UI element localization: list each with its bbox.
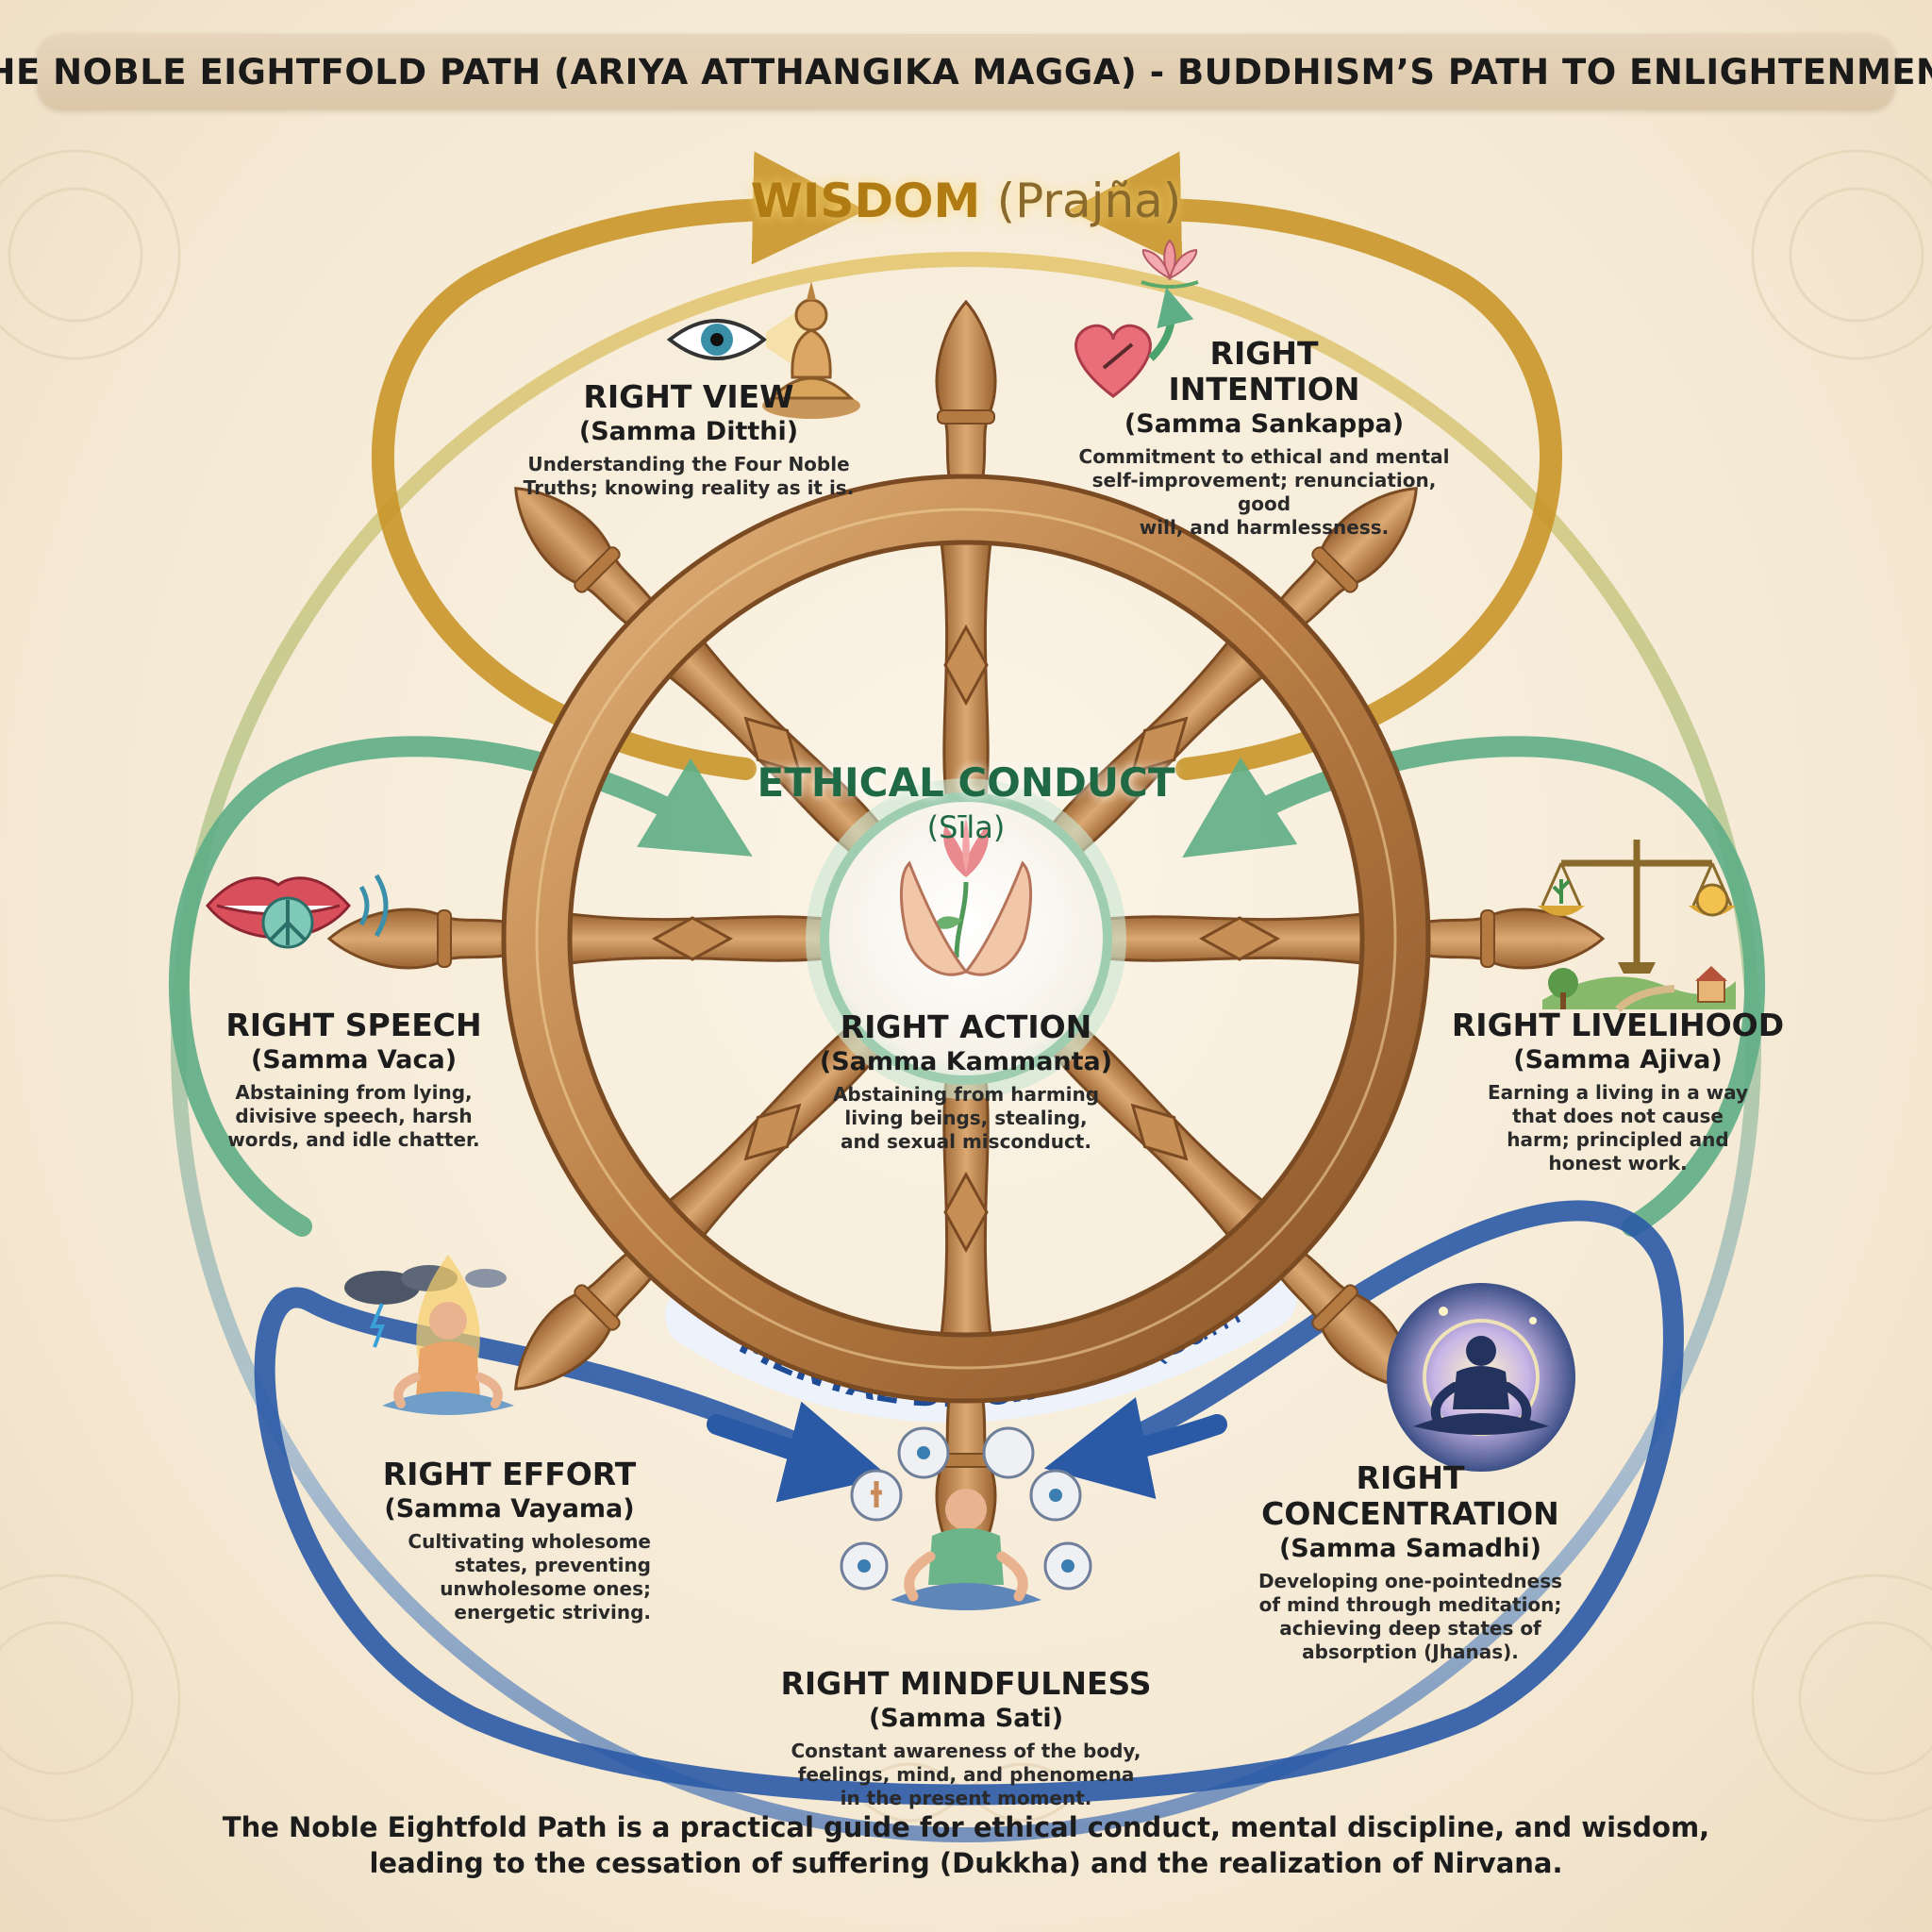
desc-line: Abstaining from harming [832, 1083, 1100, 1106]
title-line: RIGHT [1209, 335, 1319, 372]
footer-line: The Noble Eightfold Path is a practical … [222, 1811, 1710, 1843]
step-pali: (Samma Sati) [868, 1704, 1064, 1733]
heart-lotus-icon [1074, 239, 1199, 398]
step-right-mindfulness: RIGHT MINDFULNESS (Samma Sati) Constant … [758, 1666, 1174, 1810]
desc-line: Cultivating wholesome [408, 1530, 651, 1553]
desc-line: Earning a living in a way [1487, 1081, 1749, 1104]
step-pali: (Samma Ajiva) [1513, 1045, 1723, 1074]
desc-line: states, preventing [454, 1554, 651, 1576]
step-description: Understanding the Four Noble Truths; kno… [491, 453, 887, 500]
wisdom-loop [372, 151, 866, 780]
step-title: RIGHT MINDFULNESS [780, 1665, 1152, 1702]
mental-loop [254, 1200, 1684, 1806]
desc-line: harm; principled and [1507, 1128, 1729, 1151]
step-pali: (Samma Ditthi) [578, 417, 799, 446]
hands-lotus-icon [900, 818, 1032, 976]
step-description: Cultivating wholesome states, preventing… [368, 1530, 651, 1624]
step-pali: (Samma Kammanta) [819, 1047, 1113, 1076]
desc-line: unwholesome ones; [440, 1577, 651, 1600]
desc-line: words, and idle chatter. [227, 1128, 480, 1151]
desc-line: self-improvement; renunciation, good [1091, 469, 1437, 515]
step-right-speech: RIGHT SPEECH (Samma Vaca) Abstaining fro… [193, 1008, 514, 1152]
desc-line: and sexual misconduct. [841, 1130, 1091, 1153]
desc-line: Understanding the Four Noble [527, 453, 850, 475]
step-description: Developing one-pointedness of mind throu… [1208, 1570, 1613, 1664]
step-description: Commitment to ethical and mental self-im… [1066, 445, 1462, 540]
wheel-spoke [1043, 487, 1418, 861]
desc-line: Abstaining from lying, [235, 1081, 473, 1104]
desc-line: in the present moment. [840, 1787, 1092, 1809]
meditator-glow-icon [1387, 1283, 1575, 1472]
desc-line: energetic striving. [454, 1601, 651, 1624]
desc-line: feelings, mind, and phenomena [797, 1763, 1135, 1786]
wisdom-pali: (Prajña) [996, 174, 1182, 228]
eye-buddha-icon [666, 281, 860, 419]
lips-peace-icon [206, 874, 389, 949]
step-right-action: RIGHT ACTION (Samma Kammanta) Abstaining… [796, 1009, 1136, 1154]
step-pali: (Samma Vayama) [384, 1494, 635, 1524]
step-title: RIGHT ACTION [840, 1008, 1092, 1045]
background-mandala-pattern [0, 149, 1932, 1823]
step-title: RIGHT INTENTION [1066, 336, 1462, 408]
desc-line: will, and harmlessness. [1139, 516, 1390, 539]
step-description: Constant awareness of the body, feelings… [758, 1740, 1174, 1810]
scales-icon [1538, 840, 1736, 1012]
mental-arrow [707, 1401, 890, 1503]
desc-line: absorption (Jhanas). [1302, 1641, 1519, 1663]
step-title: RIGHT VIEW [583, 378, 794, 415]
ethical-name: ETHICAL CONDUCT [757, 759, 1175, 806]
step-right-effort: RIGHT EFFORT (Samma Vayama) Cultivating … [349, 1457, 670, 1624]
step-description: Abstaining from harming living beings, s… [796, 1083, 1136, 1154]
desc-line: achieving deep states of [1279, 1617, 1541, 1640]
desc-line: that does not cause [1512, 1105, 1724, 1127]
wheel-spoke [1096, 908, 1606, 970]
desc-line: honest work. [1548, 1152, 1688, 1174]
mental-arrow [1043, 1397, 1227, 1499]
step-right-concentration: RIGHT CONCENTRATION (Samma Samadhi) Deve… [1208, 1460, 1613, 1664]
step-pali: (Samma Samadhi) [1278, 1534, 1542, 1563]
step-title: RIGHT SPEECH [225, 1007, 482, 1043]
wisdom-name: WISDOM [750, 174, 981, 228]
meditator-eyes-icon [840, 1426, 1092, 1610]
desc-line: divisive speech, harsh [235, 1105, 473, 1127]
step-pali: (Samma Sankappa) [1124, 409, 1405, 439]
wheel-spoke [514, 1016, 889, 1391]
desc-line: Truths; knowing reality as it is. [523, 476, 855, 499]
step-description: Abstaining from lying, divisive speech, … [193, 1081, 514, 1152]
wheel-spoke [326, 908, 836, 970]
footer-line: leading to the cessation of suffering (D… [369, 1847, 1563, 1879]
step-right-intention: RIGHT INTENTION (Samma Sankappa) Commitm… [1066, 336, 1462, 540]
desc-line: Constant awareness of the body, [791, 1740, 1141, 1762]
step-title: RIGHT EFFORT [382, 1456, 637, 1492]
step-title: RIGHT LIVELIHOOD [1451, 1007, 1785, 1043]
ethical-conduct-pali: (Sīla) [926, 809, 1006, 845]
wheel-spoke [1043, 1016, 1418, 1391]
step-title: RIGHT CONCENTRATION [1261, 1459, 1559, 1532]
step-description: Earning a living in a way that does not … [1448, 1081, 1788, 1175]
desc-line: Developing one-pointedness [1257, 1570, 1563, 1592]
step-right-view: RIGHT VIEW (Samma Ditthi) Understanding … [491, 379, 887, 500]
wisdom-label: WISDOM (Prajña) [0, 174, 1932, 228]
desc-line: living beings, stealing, [844, 1107, 1088, 1129]
meditator-storm-icon [344, 1255, 514, 1415]
ship-wheel [326, 299, 1606, 1578]
page-title: THE NOBLE EIGHTFOLD PATH (ARIYA ATTHANGI… [0, 51, 1932, 92]
wisdom-loop [1068, 151, 1562, 780]
title-line: INTENTION [1168, 371, 1360, 408]
desc-line: of mind through meditation; [1258, 1593, 1562, 1616]
wheel-spoke [935, 299, 997, 808]
ethical-conduct-label: ETHICAL CONDUCT [0, 759, 1932, 806]
step-right-livelihood: RIGHT LIVELIHOOD (Samma Ajiva) Earning a… [1448, 1008, 1788, 1175]
title-banner: THE NOBLE EIGHTFOLD PATH (ARIYA ATTHANGI… [0, 34, 1932, 109]
wheel-spoke [514, 487, 889, 861]
step-pali: (Samma Vaca) [250, 1045, 458, 1074]
footer-caption: The Noble Eightfold Path is a practical … [0, 1809, 1932, 1881]
desc-line: Commitment to ethical and mental [1078, 445, 1450, 468]
